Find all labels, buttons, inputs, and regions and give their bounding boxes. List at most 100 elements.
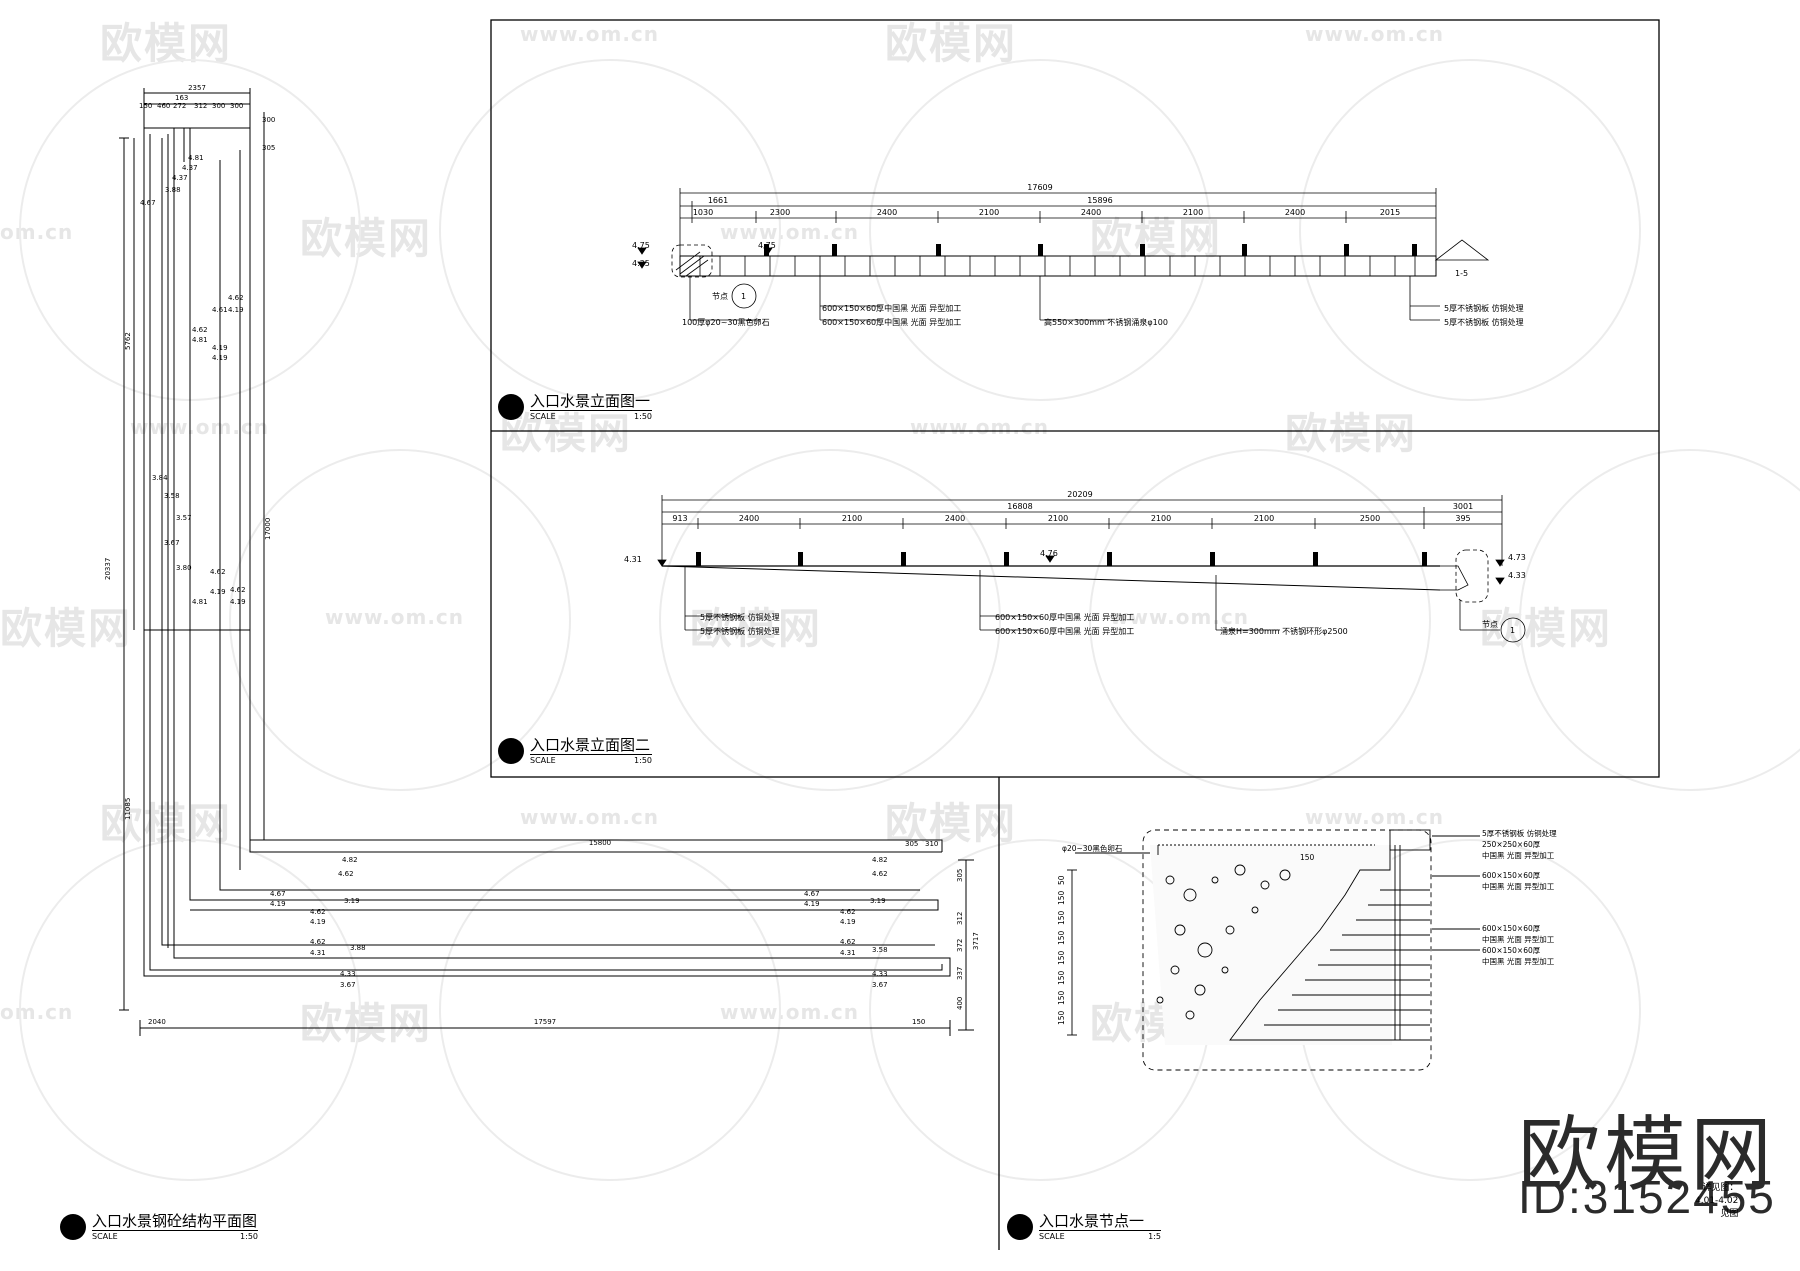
plan-top-sub: 163 <box>175 94 188 102</box>
detail-note-right: 中国黑 光面 异型加工 <box>1482 956 1555 966</box>
title-detail: 入口水景节点一 SCALE 1:5 <box>1007 1212 1161 1242</box>
elev1-note: 600×150×60厚中国黑 光面 异型加工 <box>822 303 961 313</box>
plan-elev: 4.19 <box>212 344 228 352</box>
plan-h-elev: 3.19 <box>344 897 360 905</box>
elev1-dim: 2400 <box>1081 208 1101 217</box>
plan-elev: 3.57 <box>176 514 192 522</box>
elev1-dim: 1661 <box>708 196 728 205</box>
elev2-level: 4.33 <box>1508 571 1526 580</box>
detail-note: φ20~30黑色卵石 <box>1062 843 1123 853</box>
elev1-section-ref: 1-5 <box>1455 269 1468 278</box>
title-name: 入口水景钢砼结构平面图 <box>92 1212 258 1231</box>
plan-bottom-inner: 15800 <box>589 839 611 847</box>
plan-right-dim: 400 <box>956 997 964 1010</box>
watermark-url: om.cn <box>0 1000 74 1024</box>
watermark-logo: 欧模网 <box>300 999 433 1048</box>
plan-h-elev-r: 4.19 <box>804 900 820 908</box>
plan-elev: 3.58 <box>164 492 180 500</box>
elevation-frame <box>490 19 1660 778</box>
plan-h-elev-r: 4.67 <box>804 890 820 898</box>
title-elevation-1: 入口水景立面图一 SCALE 1:50 <box>498 392 652 422</box>
detail-dim: 150 <box>1057 930 1066 945</box>
plan <box>119 88 974 1036</box>
plan-h-elev: 4.62 <box>310 938 326 946</box>
detail-note-right: 600×150×60厚 <box>1482 946 1541 955</box>
watermark-url: www.om.cn <box>520 22 660 46</box>
plan-h-elev: 4.62 <box>338 870 354 878</box>
elev2-section-label: 节点 <box>1482 620 1498 629</box>
detail-note-right: 600×150×60厚 <box>1482 871 1541 880</box>
scale-value: 1:50 <box>634 756 652 765</box>
plan-right-dim: 305 <box>262 144 275 152</box>
plan-h-elev-r: 4.33 <box>872 970 888 978</box>
elev2-dim: 913 <box>672 514 687 523</box>
title-name: 入口水景节点一 <box>1039 1212 1161 1231</box>
plan-h-elev: 4.33 <box>340 970 356 978</box>
plan-text: 2357 150 460 272 312 300 300 163 300 305… <box>104 84 980 1026</box>
title-scale-row: SCALE 1:50 <box>530 755 652 766</box>
elev2-level: 4.73 <box>1508 553 1526 562</box>
plan-h-elev-r: 4.62 <box>840 938 856 946</box>
scale-value: 1:5 <box>1148 1232 1161 1241</box>
plan-h-elev-r: 4.62 <box>840 908 856 916</box>
plan-h-elev: 4.67 <box>270 890 286 898</box>
plan-top-dim: 150 <box>139 102 152 110</box>
detail-note-right: 中国黑 光面 异型加工 <box>1482 934 1555 944</box>
plan-top-dim: 312 <box>194 102 207 110</box>
scale-label: SCALE <box>1039 1232 1065 1241</box>
detail-dim: 150 <box>1057 1010 1066 1025</box>
elev1-dim: 1030 <box>693 208 713 217</box>
plan-bottom-left: 2040 <box>148 1018 166 1026</box>
plan-h-elev-r: 4.19 <box>840 918 856 926</box>
detail-note-right: 600×150×60厚 <box>1482 924 1541 933</box>
elev2-dim: 395 <box>1455 514 1470 523</box>
elev1-level: 4.75 <box>632 241 650 250</box>
plan-elev: 4.62 <box>192 326 208 334</box>
plan-elev: 3.88 <box>165 186 181 194</box>
elev1-level: 4.35 <box>632 259 650 268</box>
asset-id: ID:3152455 <box>1518 1171 1776 1223</box>
scale-label: SCALE <box>530 756 556 765</box>
elev2-dim: 2100 <box>842 514 862 523</box>
detail-dim-top: 150 <box>1300 853 1315 862</box>
plan-right-dim: 337 <box>956 967 964 980</box>
plan-elev: 4.19 <box>230 598 246 606</box>
plan-h-elev: 4.82 <box>342 856 358 864</box>
brand-logo: 欧模网 <box>1518 1108 1777 1203</box>
plan-right-total: 3717 <box>972 932 980 950</box>
plan-elev: 4.81 <box>192 336 208 344</box>
plan-bottom-rightdim: 150 <box>912 1018 925 1026</box>
elev1-note: 5厚不锈钢板 仿铜处理 <box>1444 317 1524 327</box>
plan-elev: 4.61 <box>212 306 228 314</box>
plan-h-elev-r: 3.19 <box>870 897 886 905</box>
plan-right-dim: 312 <box>956 912 964 925</box>
watermark-url: www.om.cn <box>720 220 860 244</box>
watermark-url: om.cn <box>0 220 74 244</box>
frames <box>490 19 1660 1250</box>
watermark-url: www.om.cn <box>720 1000 860 1024</box>
detail-text: φ20~30黑色卵石 150 5厚不锈钢板 仿铜处理 250×250×60厚 中… <box>1057 828 1557 1025</box>
elev2-dim: 2100 <box>1254 514 1274 523</box>
detail-dim: 150 <box>1057 990 1066 1005</box>
watermark-circles <box>19 59 1800 1181</box>
elev1-note: 100厚φ20~30黑色卵石 <box>682 317 770 327</box>
elev2-level: 4.76 <box>1040 549 1058 558</box>
corner-note-line: 见图 <box>1720 1209 1739 1219</box>
plan-top-dim: 300 <box>212 102 225 110</box>
plan-elev: 4.62 <box>228 294 244 302</box>
elev2-note: 5厚不锈钢板 仿铜处理 <box>700 612 780 622</box>
detail-dim: 150 <box>1057 970 1066 985</box>
plan-elev: 3.67 <box>164 539 180 547</box>
watermark-logo: 欧模网 <box>0 604 133 653</box>
detail-note-right: 中国黑 光面 异型加工 <box>1482 850 1555 860</box>
title-bullet <box>498 394 524 420</box>
corner-note-line: 4.01-4.02 <box>1695 1196 1739 1206</box>
elev2-note: 涌泉H=300mm 不锈钢环形φ2500 <box>1220 626 1348 636</box>
watermark-logo: 欧模网 <box>690 604 823 653</box>
watermark-url: www.om.cn <box>910 415 1050 439</box>
detail-note-right: 中国黑 光面 异型加工 <box>1482 881 1555 891</box>
elev2-note: 600×150×60厚中国黑 光面 异型加工 <box>995 626 1134 636</box>
watermark-url: www.om.cn <box>1110 605 1250 629</box>
plan-elev: 3.80 <box>176 564 192 572</box>
